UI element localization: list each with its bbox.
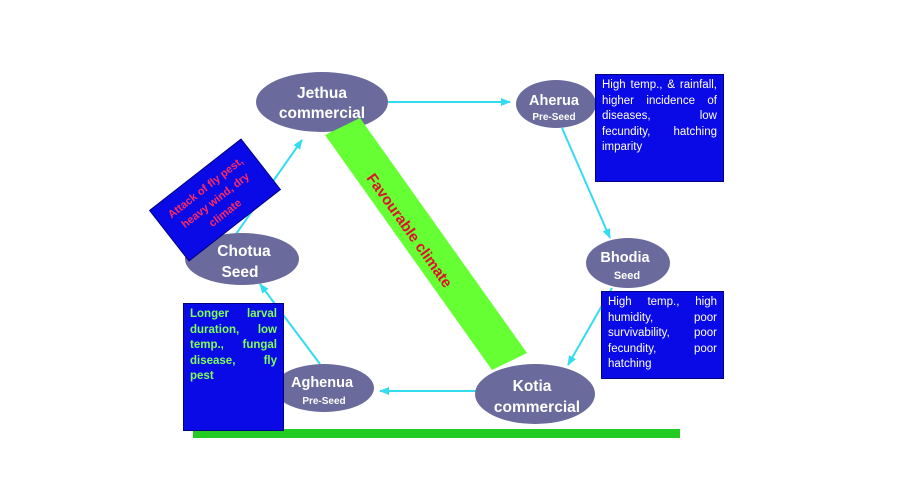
ground-line <box>193 429 680 438</box>
node-chotua: Chotua Seed <box>185 233 299 285</box>
arrow-aherua-to-bhodia <box>561 127 611 239</box>
node-bhodia-name: Bhodia <box>600 250 650 266</box>
node-aghenua-name: Aghenua <box>291 375 354 391</box>
bhodia-conditions-box: High temp., high humidity, poor survivab… <box>601 291 724 379</box>
node-chotua-sub: Seed <box>221 264 258 281</box>
node-jethua-sub: commercial <box>279 105 365 122</box>
node-bhodia-sub: Seed <box>614 270 640 282</box>
node-aherua-name: Aherua <box>529 93 580 109</box>
favourable-climate-bar: Favourable climate <box>325 118 527 370</box>
node-bhodia: Bhodia Seed <box>586 238 670 288</box>
node-aghenua: Aghenua Pre-Seed <box>274 364 374 412</box>
node-jethua: Jethua commercial <box>256 72 388 132</box>
aghenua-conditions-box: Longer larval duration, low temp., funga… <box>183 303 284 431</box>
node-kotia-sub: commercial <box>494 399 580 416</box>
node-chotua-name: Chotua <box>217 243 271 260</box>
node-kotia: Kotia commercial <box>475 364 595 424</box>
aherua-conditions-box: High temp., & rainfall, higher incidence… <box>595 74 724 182</box>
node-kotia-name: Kotia <box>513 378 552 395</box>
node-jethua-name: Jethua <box>297 85 347 102</box>
node-aghenua-sub: Pre-Seed <box>302 396 345 407</box>
arrow-aghenua-to-chotua <box>259 283 321 365</box>
node-aherua: Aherua Pre-Seed <box>516 80 596 128</box>
node-aherua-sub: Pre-Seed <box>532 112 575 123</box>
